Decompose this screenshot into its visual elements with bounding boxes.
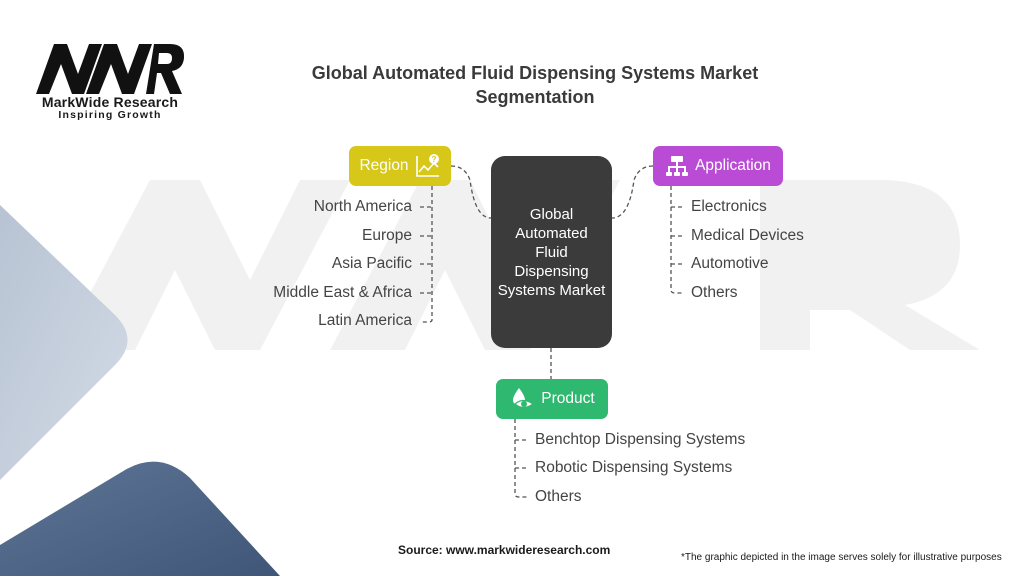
disclaimer-note: *The graphic depicted in the image serve… — [681, 552, 1002, 563]
application-item: Medical Devices — [691, 227, 804, 244]
product-item: Robotic Dispensing Systems — [535, 459, 733, 476]
droplet-eye-icon — [513, 388, 535, 409]
chart-question-icon: ? — [415, 154, 439, 177]
network-icon — [666, 156, 689, 176]
svg-text:?: ? — [431, 155, 436, 164]
source-note: Source: www.markwideresearch.com — [398, 543, 611, 557]
region-item: Europe — [362, 227, 412, 244]
region-item: Asia Pacific — [331, 255, 412, 272]
logo-company-name: MarkWide Research — [41, 94, 179, 110]
page-title: Global Automated Fluid Dispensing System… — [260, 61, 810, 109]
application-item: Automotive — [691, 255, 769, 272]
decor-shape-light — [0, 205, 128, 480]
decor-shape-dark — [0, 461, 280, 576]
region-item: Middle East & Africa — [273, 284, 412, 301]
category-application-label: Application — [695, 157, 771, 174]
center-market-label: Global Automated Fluid Dispensing System… — [497, 205, 606, 299]
category-region-label: Region — [359, 157, 409, 174]
application-item: Electronics — [691, 198, 767, 215]
title-line-2: Segmentation — [475, 87, 595, 107]
logo-tagline: Inspiring Growth — [58, 109, 162, 121]
markwide-logo-icon — [36, 44, 185, 94]
product-item: Others — [535, 488, 582, 505]
region-item: North America — [313, 198, 412, 215]
product-item: Benchtop Dispensing Systems — [535, 431, 746, 448]
category-application: Application — [653, 146, 783, 186]
region-item: Latin America — [318, 312, 412, 329]
category-region: Region ? — [349, 146, 451, 186]
category-product-label: Product — [541, 390, 595, 407]
category-product: Product — [496, 379, 608, 419]
title-line-1: Global Automated Fluid Dispensing System… — [311, 63, 759, 83]
center-market-box: Global Automated Fluid Dispensing System… — [491, 156, 612, 348]
application-item: Others — [691, 284, 738, 301]
